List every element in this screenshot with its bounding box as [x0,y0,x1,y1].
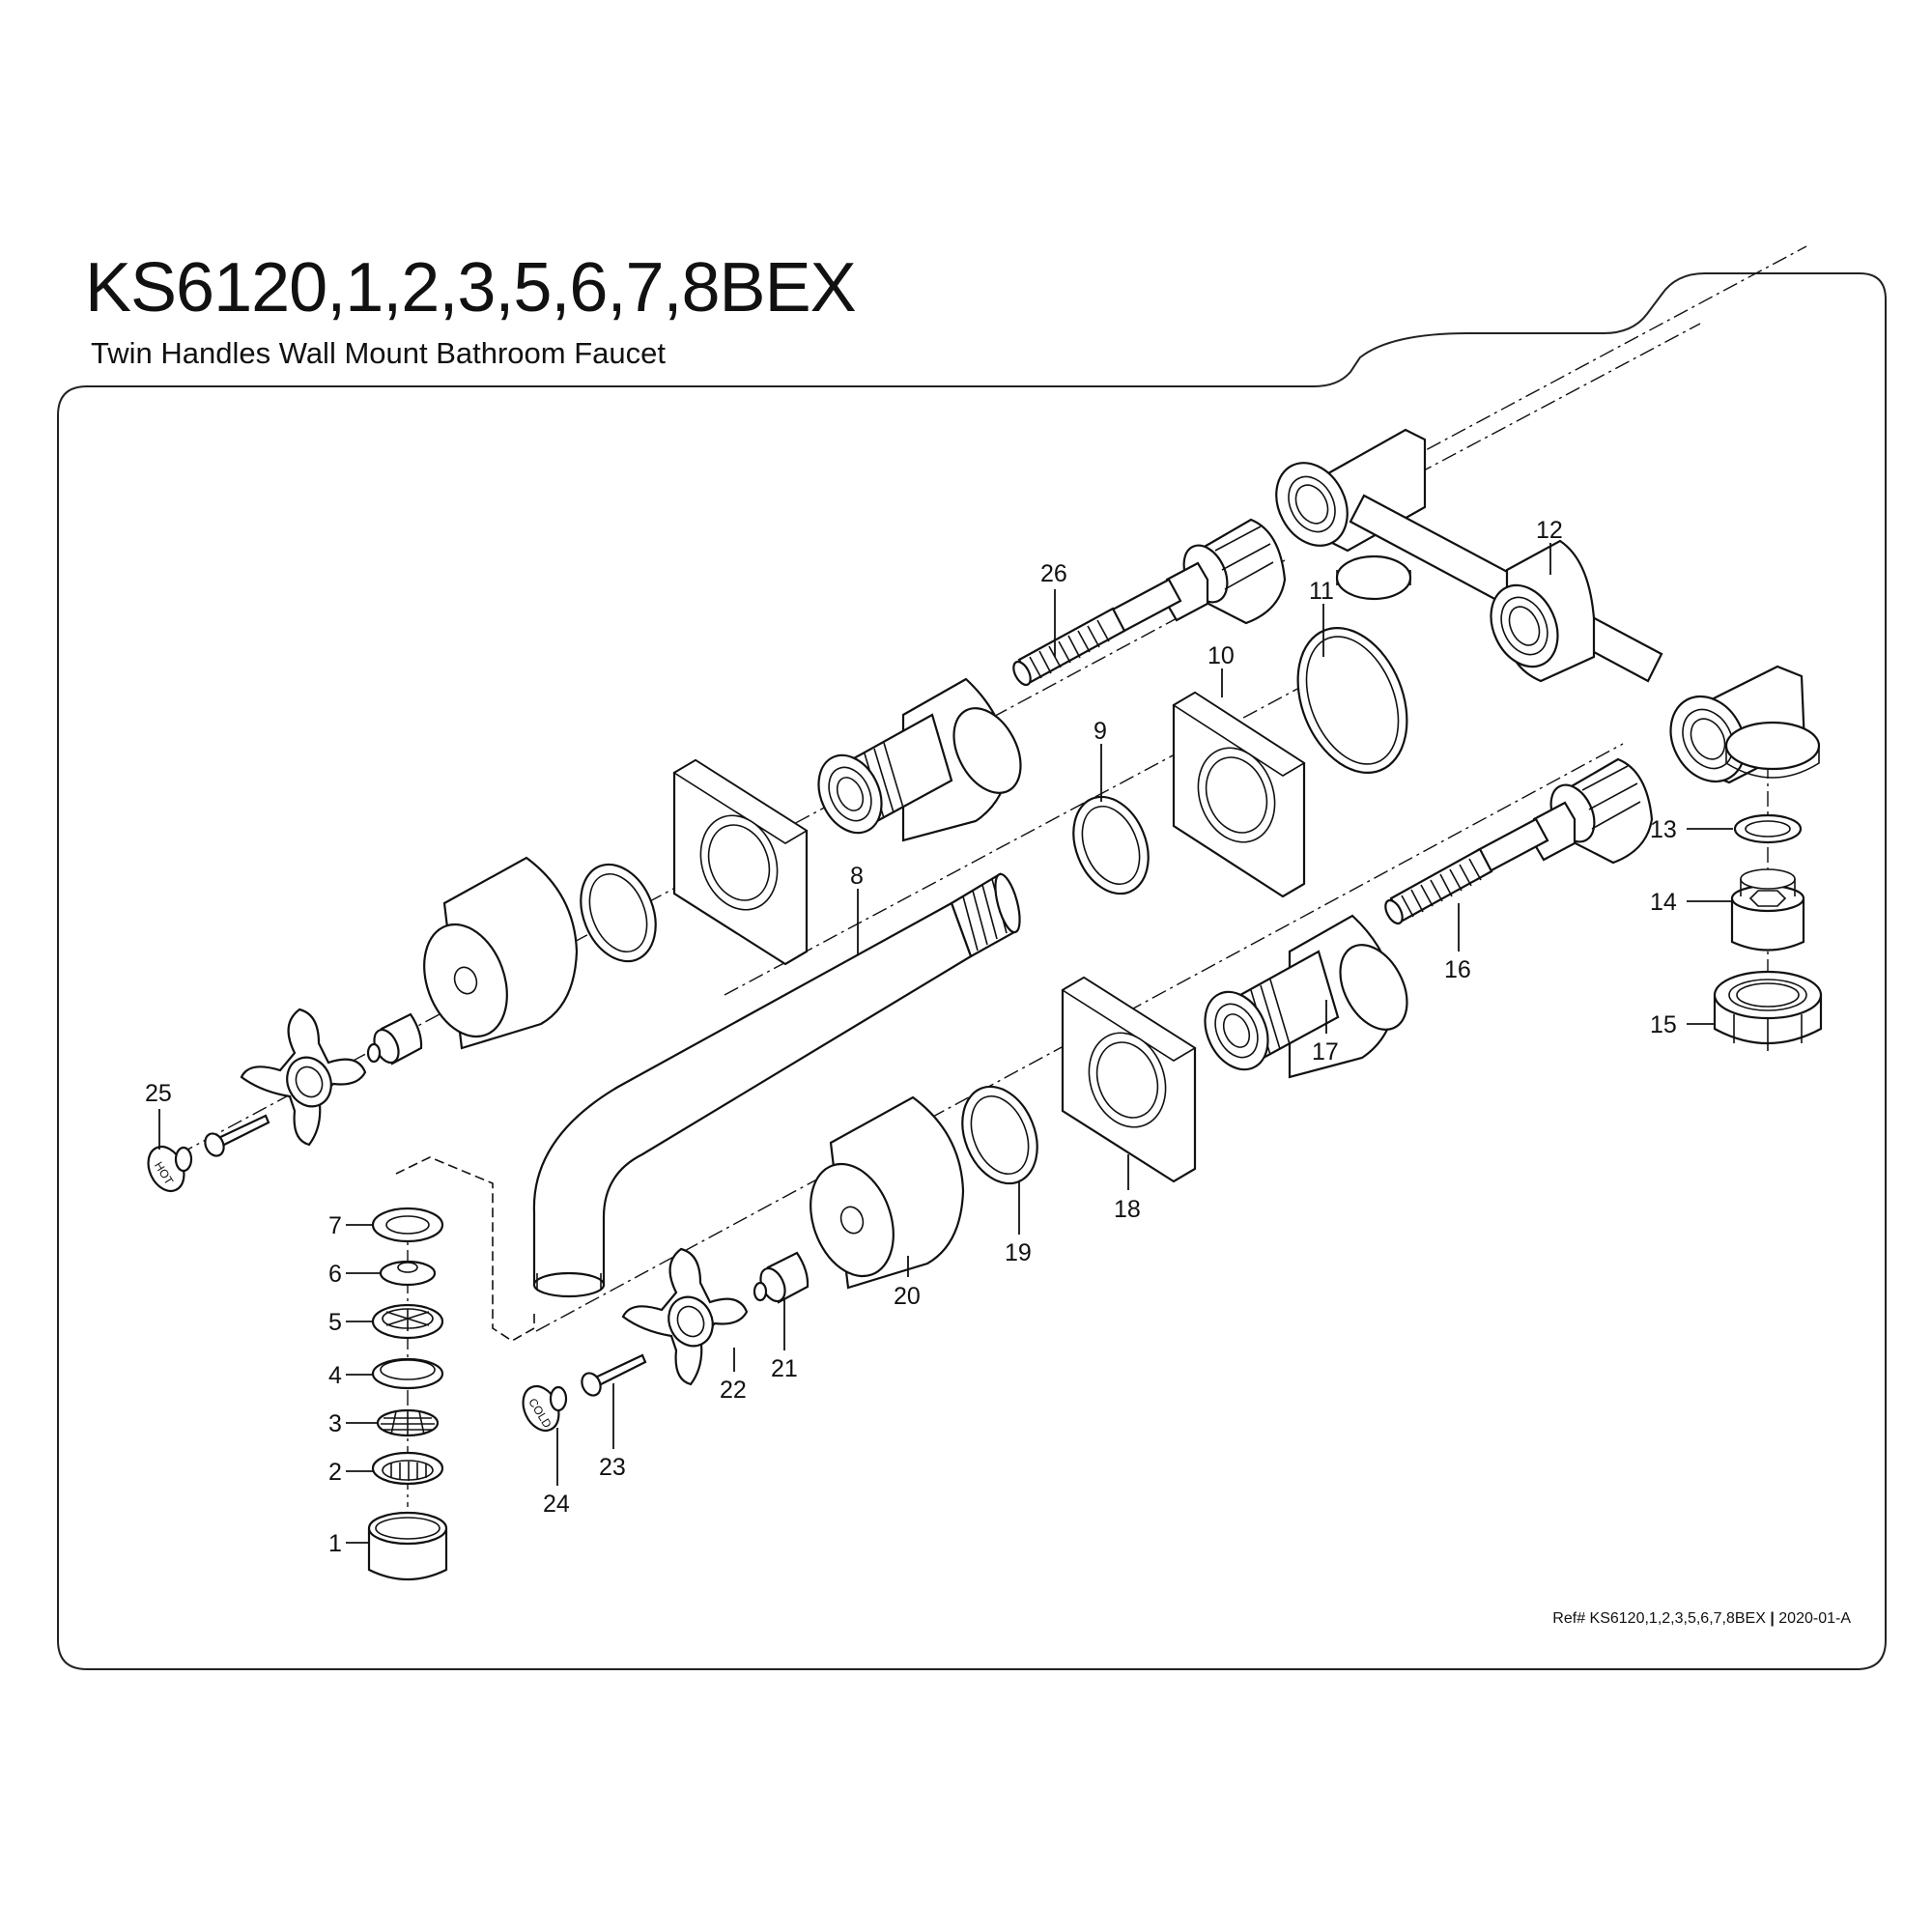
callout-10: 10 [1208,642,1235,669]
callout-14: 14 [1650,889,1677,916]
handle-screw-23 [581,1353,647,1397]
model-title: KS6120,1,2,3,5,6,7,8BEX [85,249,857,327]
hot-index-button-25: HOT [147,1145,193,1193]
callout-16: 16 [1444,956,1471,983]
washer-9 [1072,795,1150,895]
callout-1: 1 [328,1530,342,1557]
handle-sleeve-left [423,856,579,1050]
square-flange-left [672,758,809,966]
cold-index-button-24: COLD [522,1384,568,1433]
wall-valve-body [1275,428,1821,784]
aerator-disc-6 [379,1260,437,1287]
spline-adapter-21 [753,1251,810,1304]
aerator-screen-3 [376,1408,440,1437]
callout-19: 19 [1005,1239,1032,1266]
ref-separator: | [1770,1610,1775,1627]
ref-text: Ref# KS6120,1,2,3,5,6,7,8BEX [1552,1610,1771,1627]
callout-6: 6 [328,1261,342,1288]
washer-19 [961,1085,1038,1185]
callout-4: 4 [328,1362,342,1389]
callout-labels: 1 2 3 4 5 6 7 8 9 10 11 12 13 14 15 16 1… [145,517,1677,1557]
diagram-frame [57,272,1887,1670]
cross-handle-hot [240,1008,367,1147]
product-subtitle: Twin Handles Wall Mount Bathroom Faucet [91,336,666,370]
callout-23: 23 [599,1454,626,1481]
callout-9: 9 [1094,718,1107,745]
aerator-ring-4 [371,1357,444,1390]
spout-8 [532,872,1021,1298]
aerator-ring-7 [371,1207,444,1243]
aerator-insert-5 [371,1303,444,1340]
callout-18: 18 [1114,1196,1141,1223]
aerator-cage-2 [371,1451,444,1486]
callout-24: 24 [543,1491,570,1518]
callout-5: 5 [328,1309,342,1336]
callout-11: 11 [1309,578,1334,605]
callout-22: 22 [720,1377,747,1404]
callout-7: 7 [328,1212,342,1239]
callout-12: 12 [1536,517,1563,544]
aerator-housing-1 [367,1511,448,1581]
nut-15 [1713,970,1823,1051]
callout-13: 13 [1650,816,1677,843]
extension-sleeve-upper [817,677,1022,842]
callout-21: 21 [771,1355,798,1382]
leader-lines [158,543,1733,1544]
washer-13 [1733,813,1803,844]
spline-adapter-left [366,1012,423,1065]
adapter-14 [1730,868,1805,952]
aerator-reference-line [395,1156,535,1342]
handle-screw-left [204,1114,270,1157]
callout-8: 8 [850,863,864,890]
callout-17: 17 [1312,1038,1339,1065]
washer-left [580,863,657,963]
callout-20: 20 [894,1283,921,1310]
square-flange-18 [1061,976,1197,1183]
callout-2: 2 [328,1459,342,1486]
cartridge-stem-16 [1384,757,1654,925]
cartridge-stem-26 [1012,518,1287,687]
square-flange-10 [1172,691,1306,898]
handle-sleeve-20 [810,1095,965,1290]
large-o-ring-11 [1296,627,1408,774]
callout-25: 25 [145,1080,172,1107]
extension-sleeve-17 [1204,914,1408,1079]
ref-revision: 2020-01-A [1774,1610,1851,1627]
callout-26: 26 [1040,560,1067,587]
reference-number: Ref# KS6120,1,2,3,5,6,7,8BEX | 2020-01-A [1552,1610,1851,1628]
cross-handle-cold-22 [621,1247,749,1386]
callout-15: 15 [1650,1011,1677,1038]
callout-3: 3 [328,1410,342,1437]
